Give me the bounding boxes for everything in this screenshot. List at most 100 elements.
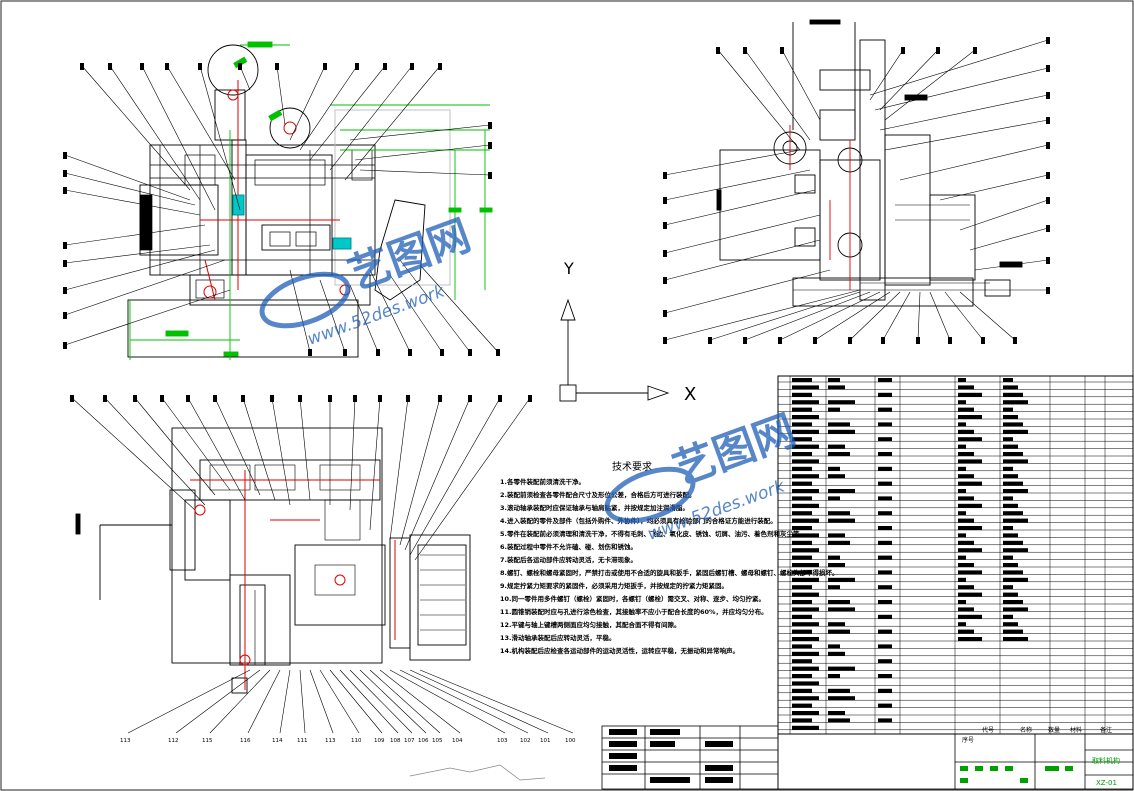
bom-cell: [958, 533, 966, 538]
leader-line: [289, 269, 311, 353]
balloon-marker: [410, 63, 414, 70]
leader-line: [399, 669, 529, 734]
balloon-marker: [663, 197, 667, 204]
leader-line: [271, 397, 291, 506]
bom-cell: [958, 459, 982, 464]
bom-cell: [828, 518, 855, 523]
tech-req-item-5: 5.零件在装配前必须清理和清洗干净，不得有毛刺、飞边、氧化皮、锈蚀、切屑、油污、…: [500, 529, 806, 538]
leader-line: [64, 224, 206, 246]
bom-cell: [792, 592, 819, 597]
tech-req-item-1: 1.各零件装配前须清洗干净。: [500, 477, 585, 486]
bom-cell: [958, 407, 974, 412]
bom-cell: [1003, 548, 1028, 553]
bom-cell: [958, 570, 982, 575]
balloon-marker: [298, 395, 302, 402]
part-number-label: 116: [240, 738, 251, 744]
bom-cell: [1003, 422, 1023, 427]
leader-line: [134, 397, 216, 496]
balloon-marker: [275, 63, 279, 70]
leader-line: [309, 669, 334, 734]
leader-line: [879, 94, 1049, 131]
bom-cell: [792, 415, 819, 419]
balloon-marker: [813, 337, 817, 344]
leader-line: [349, 397, 356, 511]
balloon-marker: [663, 172, 667, 179]
bom-cell: [828, 644, 840, 649]
bom-cell: [792, 651, 819, 656]
bom-cell: [828, 711, 845, 715]
bom-cell: [828, 400, 855, 405]
bom-cell: [878, 437, 892, 442]
balloon-marker: [63, 260, 67, 267]
bom-cell: [878, 496, 892, 501]
tech-req-item-8: 8.螺钉、螺栓和螺母紧固时，严禁打击或使用不合适的旋具和扳手，紧固后螺钉槽、螺母…: [500, 568, 839, 577]
bom-cell: [958, 444, 966, 449]
tech-req-item-7: 7.装配后各运动部件应转动灵活，无卡滞现象。: [500, 555, 637, 564]
leader-line: [849, 291, 901, 341]
balloon-marker: [663, 310, 667, 317]
leader-line: [214, 397, 261, 496]
leader-line: [349, 124, 491, 141]
balloon-marker: [63, 312, 67, 319]
balloon-marker: [213, 395, 217, 402]
bom-cell: [792, 392, 812, 397]
bom-cell: [1003, 526, 1013, 530]
bom-cell: [828, 555, 840, 560]
bom-cell: [958, 563, 974, 567]
leader-line: [664, 289, 861, 341]
bom-cell: [828, 674, 840, 678]
balloon-marker: [160, 395, 164, 402]
bom-cell: [1003, 481, 1023, 486]
bom-cell: [878, 422, 892, 427]
bom-cell: [878, 718, 892, 723]
bom-cell: [828, 511, 850, 516]
leader-line: [369, 397, 381, 531]
bom-cell: [792, 577, 819, 582]
bom-cell: [792, 614, 812, 619]
bom-cell: [792, 518, 819, 523]
bom-cell: [792, 533, 819, 538]
bom-cell: [1003, 585, 1013, 590]
bom-cell: [878, 526, 892, 530]
leader-line: [409, 397, 501, 556]
bom-cell: [1003, 622, 1018, 627]
bom-cell: [878, 659, 892, 664]
bom-cell: [878, 688, 892, 693]
balloon-marker: [1046, 287, 1050, 294]
part-number-label: 112: [168, 738, 179, 744]
bom-cell: [1003, 533, 1018, 538]
balloon-marker: [528, 395, 532, 402]
balloon-marker: [63, 342, 67, 349]
tech-req-item-14: 14.机构装配后应检查各运动部件的运动灵活性，运转应平稳，无振动和异常响声。: [500, 646, 739, 655]
leader-line: [299, 65, 358, 151]
bom-cell: [792, 696, 819, 701]
balloon-marker: [663, 250, 667, 257]
leader-line: [242, 397, 276, 501]
balloon-marker: [108, 63, 112, 70]
bom-cell: [958, 474, 974, 479]
bom-cell: [828, 563, 845, 567]
bom-cell: [1003, 429, 1028, 434]
balloon-marker: [848, 337, 852, 344]
bom-cell: [878, 407, 892, 412]
bom-cell: [792, 718, 812, 723]
leader-line: [379, 669, 461, 734]
bom-cell: [828, 533, 845, 538]
bom-cell: [792, 666, 819, 671]
bom-cell: [878, 703, 892, 708]
balloon-marker: [1046, 197, 1050, 204]
leader-line: [664, 269, 831, 314]
balloon-marker: [881, 337, 885, 344]
leader-line: [187, 397, 246, 501]
bom-cell: [958, 555, 966, 560]
part-number-label: 107: [404, 738, 415, 744]
leader-line: [329, 65, 413, 171]
bom-cell: [878, 570, 892, 575]
bom-header-qty: 数量: [1048, 726, 1060, 734]
leader-line: [929, 291, 951, 341]
bom-cell: [1003, 577, 1028, 582]
leader-line: [414, 397, 531, 561]
bom-header-material: 材料: [1070, 726, 1082, 734]
